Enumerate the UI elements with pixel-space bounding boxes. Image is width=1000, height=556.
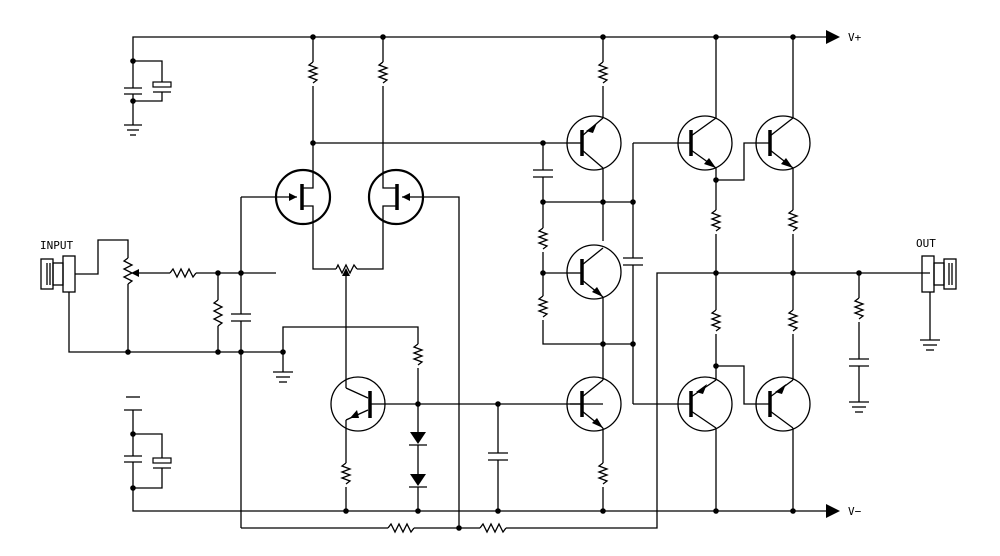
emitter-resistors-bottom (710, 309, 799, 380)
input-cap (231, 197, 251, 528)
output-pnp-bottom (716, 365, 811, 511)
input-label: INPUT (40, 239, 73, 252)
bias-spreader-transistor (566, 244, 622, 380)
input-ground-wire (68, 292, 283, 353)
vas-compensation-cap (488, 404, 508, 511)
output-label: OUT (916, 237, 936, 250)
positive-supply-rail (132, 30, 840, 78)
diff-pair-drain-resistors (307, 37, 389, 172)
feedback-network (241, 272, 930, 534)
vplus-label: V+ (848, 31, 862, 44)
input-volume-pot (75, 239, 276, 352)
current-source-transistor (330, 376, 603, 432)
output-jack (920, 255, 957, 351)
bias-spreader-network (537, 201, 633, 345)
input-jack (40, 255, 76, 293)
driver-npn-top (633, 37, 733, 210)
vas-npn-transistor (566, 376, 622, 511)
vminus-label: V− (848, 505, 862, 518)
junction-dots (125, 34, 862, 531)
driver-pnp-bottom (633, 376, 733, 511)
vas-load-resistor (597, 37, 609, 118)
bias-chain (282, 326, 427, 511)
jfet-q1 (241, 168, 336, 270)
emitter-resistors-top (710, 209, 799, 310)
output-npn-top (716, 37, 811, 210)
bottom-supply-decoupling (124, 396, 172, 489)
output-bootstrap-cap (623, 143, 643, 404)
zobel-network (849, 273, 869, 413)
vas-cap (533, 143, 553, 202)
negative-supply-rail (132, 488, 840, 518)
vas-pnp-transistor (566, 115, 622, 241)
input-ground (273, 352, 293, 383)
current-source-emitter-resistor (340, 420, 352, 511)
top-supply-decoupling (124, 60, 172, 136)
jfet-q2 (357, 168, 460, 528)
input-bias-resistor (212, 273, 224, 352)
tail-trim-pot (335, 263, 358, 388)
